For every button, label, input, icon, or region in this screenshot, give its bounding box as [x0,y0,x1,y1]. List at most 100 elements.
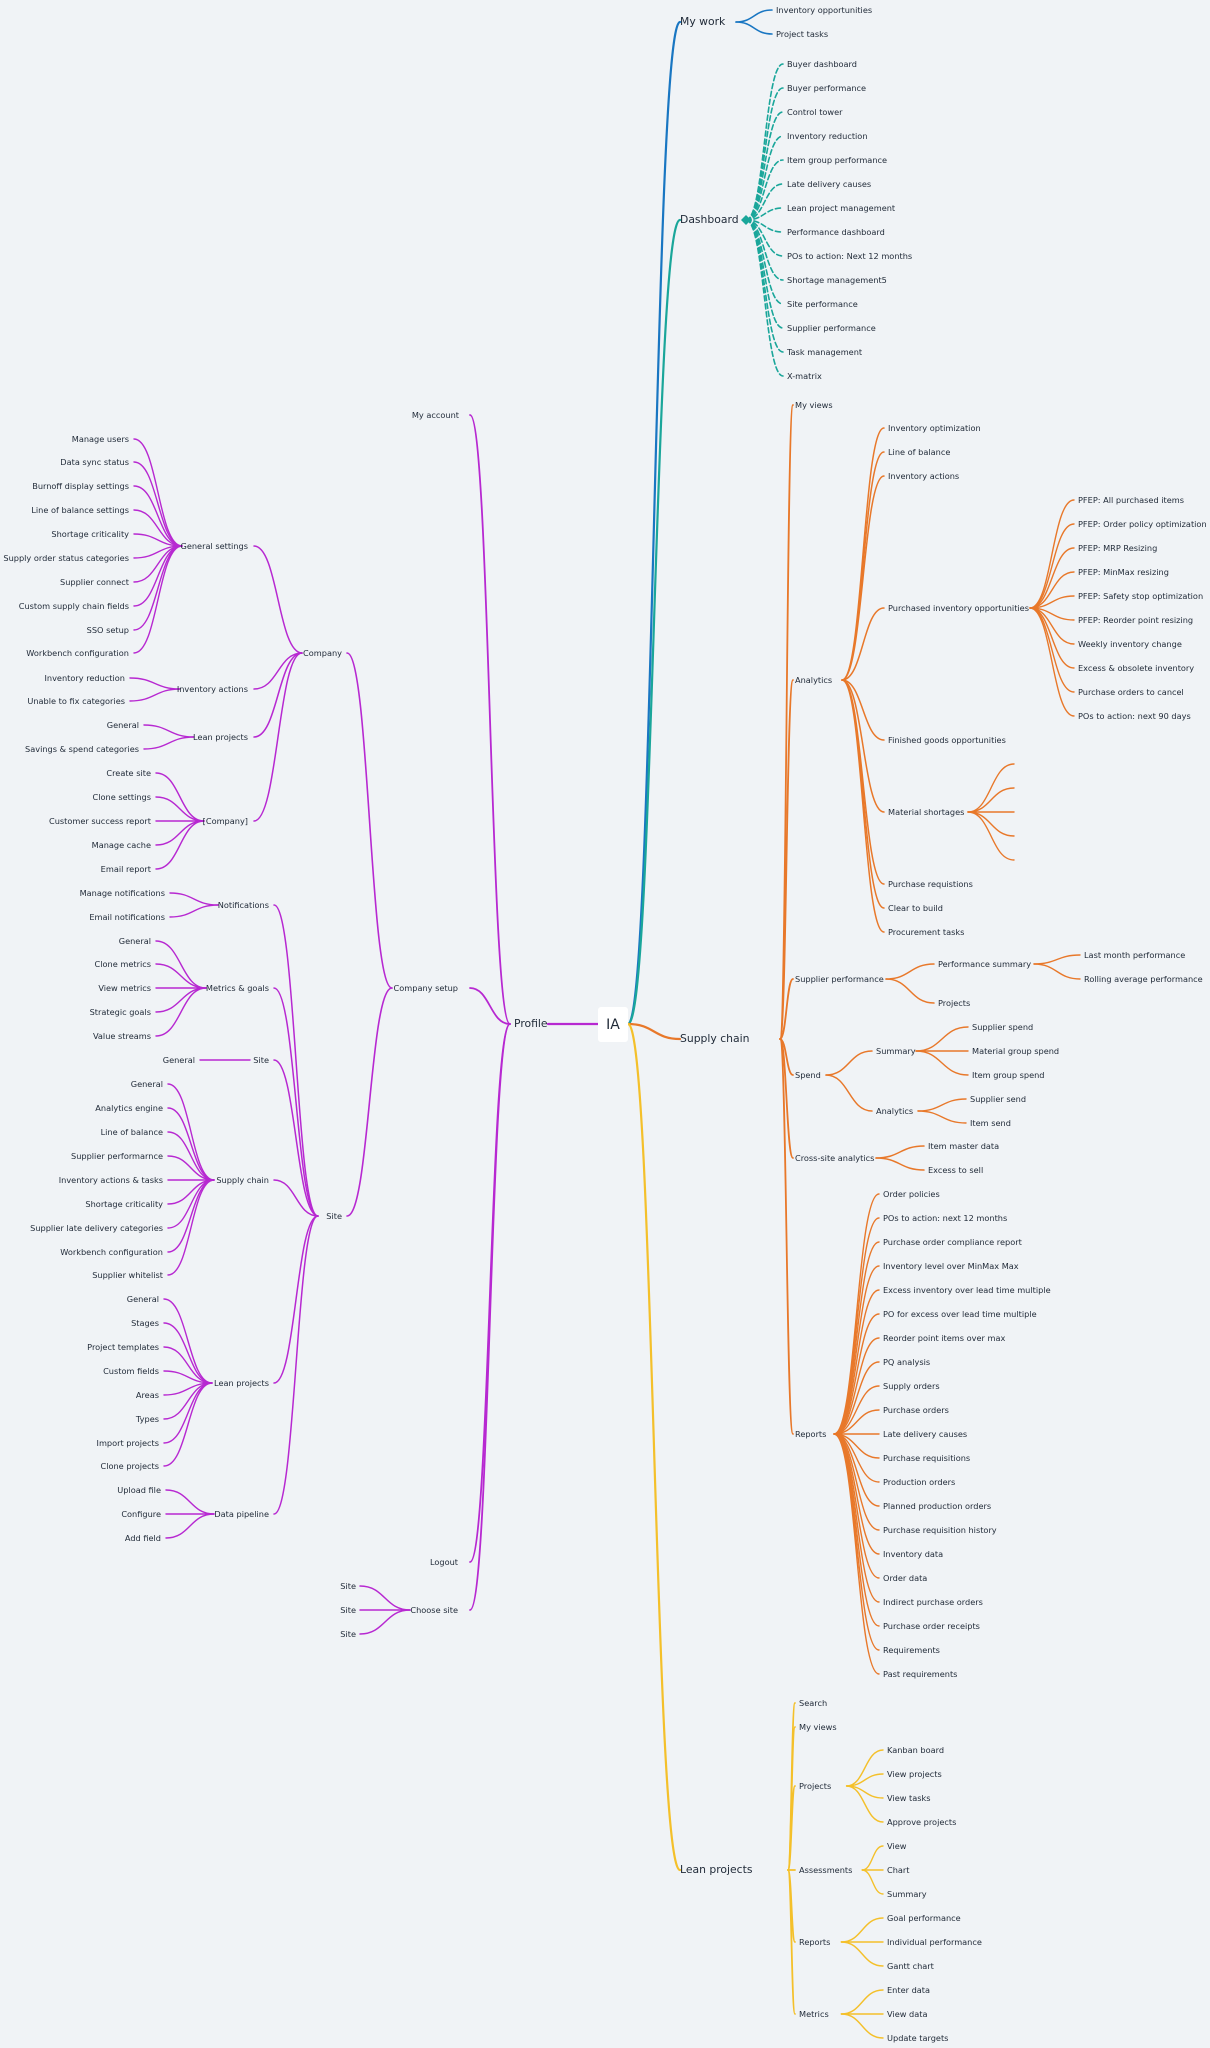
node-manage-cache[interactable]: Manage cache [92,840,151,850]
node-customer-success-report[interactable]: Customer success report [49,816,152,826]
node-reorder-point-items-over-max[interactable]: Reorder point items over max [883,1333,1005,1343]
node-manage-users[interactable]: Manage users [72,434,129,444]
node-pos-to-action-next-90-days[interactable]: POs to action: next 90 days [1078,711,1191,721]
node-line-of-balance[interactable]: Line of balance [101,1127,163,1137]
node-site[interactable]: Site [326,1211,342,1221]
node-site[interactable]: Site [340,1581,356,1591]
node-line-of-balance-settings[interactable]: Line of balance settings [31,505,129,515]
node-general[interactable]: General [127,1294,159,1304]
node-excess-obsolete-inventory[interactable]: Excess & obsolete inventory [1078,663,1194,673]
node-weekly-inventory-change[interactable]: Weekly inventory change [1078,639,1182,649]
node-site[interactable]: Site [253,1055,269,1065]
node-supplier-performance[interactable]: Supplier performance [787,323,876,333]
node-material-shortages[interactable]: Material shortages [888,807,964,817]
node-pfep-order-policy-optimization[interactable]: PFEP: Order policy optimization [1078,519,1207,529]
node-shortage-management5[interactable]: Shortage management5 [787,275,887,285]
node-sso-setup[interactable]: SSO setup [87,625,129,635]
node-general[interactable]: General [131,1079,163,1089]
node-supply-chain[interactable]: Supply chain [680,1032,749,1045]
node-buyer-performance[interactable]: Buyer performance [787,83,866,93]
node-reports[interactable]: Reports [795,1429,826,1439]
node-supplier-whitelist[interactable]: Supplier whitelist [92,1270,164,1280]
node-indirect-purchase-orders[interactable]: Indirect purchase orders [883,1597,983,1607]
node-update-targets[interactable]: Update targets [887,2033,948,2043]
node-manage-notifications[interactable]: Manage notifications [80,888,165,898]
node-reports[interactable]: Reports [799,1937,830,1947]
node-profile[interactable]: Profile [514,1017,548,1030]
node-view-tasks[interactable]: View tasks [887,1793,931,1803]
node-purchase-orders[interactable]: Purchase orders [883,1405,949,1415]
node-stages[interactable]: Stages [131,1318,159,1328]
node-import-projects[interactable]: Import projects [97,1438,159,1448]
node-requirements[interactable]: Requirements [883,1645,940,1655]
node-inventory-reduction[interactable]: Inventory reduction [44,673,125,683]
node-supply-order-status-categories[interactable]: Supply order status categories [3,553,129,563]
node-purchased-inventory-opportunities[interactable]: Purchased inventory opportunities [888,603,1029,613]
node-supplier-spend[interactable]: Supplier spend [972,1022,1033,1032]
node-general-settings[interactable]: General settings [180,541,248,551]
node-project-tasks[interactable]: Project tasks [776,29,828,39]
node-company[interactable]: [Company] [203,816,248,826]
node-configure[interactable]: Configure [121,1509,161,1519]
node-order-policies[interactable]: Order policies [883,1189,940,1199]
node-clone-projects[interactable]: Clone projects [100,1461,159,1471]
node-summary[interactable]: Summary [887,1889,927,1899]
root-node[interactable]: IA [598,1007,628,1042]
node-approve-projects[interactable]: Approve projects [887,1817,956,1827]
node-company[interactable]: Company [303,648,342,658]
node-shortage-criticality[interactable]: Shortage criticality [85,1199,163,1209]
node-excess-to-sell[interactable]: Excess to sell [928,1165,983,1175]
node-supply-orders[interactable]: Supply orders [883,1381,940,1391]
node-strategic-goals[interactable]: Strategic goals [90,1007,151,1017]
node-inventory-opportunities[interactable]: Inventory opportunities [776,5,872,15]
node-data-pipeline[interactable]: Data pipeline [214,1509,269,1519]
node-upload-file[interactable]: Upload file [117,1485,161,1495]
node-lean-projects[interactable]: Lean projects [214,1378,269,1388]
node-general[interactable]: General [119,936,151,946]
node-spend[interactable]: Spend [795,1070,821,1080]
node-project-templates[interactable]: Project templates [87,1342,159,1352]
node-inventory-optimization[interactable]: Inventory optimization [888,423,981,433]
node-pfep-safety-stop-optimization[interactable]: PFEP: Safety stop optimization [1078,591,1203,601]
node-pfep-mrp-resizing[interactable]: PFEP: MRP Resizing [1078,543,1157,553]
node-projects[interactable]: Projects [799,1781,831,1791]
node-procurement-tasks[interactable]: Procurement tasks [888,927,964,937]
node-purchase-order-receipts[interactable]: Purchase order receipts [883,1621,980,1631]
node-finished-goods-opportunities[interactable]: Finished goods opportunities [888,735,1006,745]
node-purchase-orders-to-cancel[interactable]: Purchase orders to cancel [1078,687,1184,697]
node-email-report[interactable]: Email report [101,864,152,874]
node-last-month-performance[interactable]: Last month performance [1084,950,1185,960]
node-email-notifications[interactable]: Email notifications [89,912,165,922]
node-notifications[interactable]: Notifications [218,900,269,910]
node-pfep-reorder-point-resizing[interactable]: PFEP: Reorder point resizing [1078,615,1193,625]
node-pfep-minmax-resizing[interactable]: PFEP: MinMax resizing [1078,567,1169,577]
node-view-metrics[interactable]: View metrics [98,983,151,993]
node-metrics[interactable]: Metrics [799,2009,829,2019]
node-x-matrix[interactable]: X-matrix [787,371,822,381]
node-purchase-requistions[interactable]: Purchase requistions [888,879,973,889]
node-unable-to-fix-categories[interactable]: Unable to fix categories [27,696,125,706]
node-supplier-late-delivery-categories[interactable]: Supplier late delivery categories [30,1223,163,1233]
node-supplier-send[interactable]: Supplier send [970,1094,1026,1104]
node-assessments[interactable]: Assessments [799,1865,852,1875]
node-enter-data[interactable]: Enter data [887,1985,930,1995]
node-site-performance[interactable]: Site performance [787,299,858,309]
node-workbench-configuration[interactable]: Workbench configuration [26,648,129,658]
node-view-data[interactable]: View data [887,2009,927,2019]
node-search[interactable]: Search [799,1698,827,1708]
node-my-views[interactable]: My views [795,400,833,410]
node-line-of-balance[interactable]: Line of balance [888,447,950,457]
node-clone-settings[interactable]: Clone settings [93,792,151,802]
node-view[interactable]: View [887,1841,907,1851]
node-savings-spend-categories[interactable]: Savings & spend categories [25,744,139,754]
node-production-orders[interactable]: Production orders [883,1477,955,1487]
node-my-account[interactable]: My account [412,410,460,420]
node-control-tower[interactable]: Control tower [787,107,843,117]
node-dashboard[interactable]: Dashboard [680,213,739,226]
node-pfep-all-purchased-items[interactable]: PFEP: All purchased items [1078,495,1184,505]
node-task-management[interactable]: Task management [786,347,863,357]
node-general[interactable]: General [163,1055,195,1065]
node-lean-project-management[interactable]: Lean project management [787,203,896,213]
node-buyer-dashboard[interactable]: Buyer dashboard [787,59,857,69]
node-my-work[interactable]: My work [680,15,726,28]
